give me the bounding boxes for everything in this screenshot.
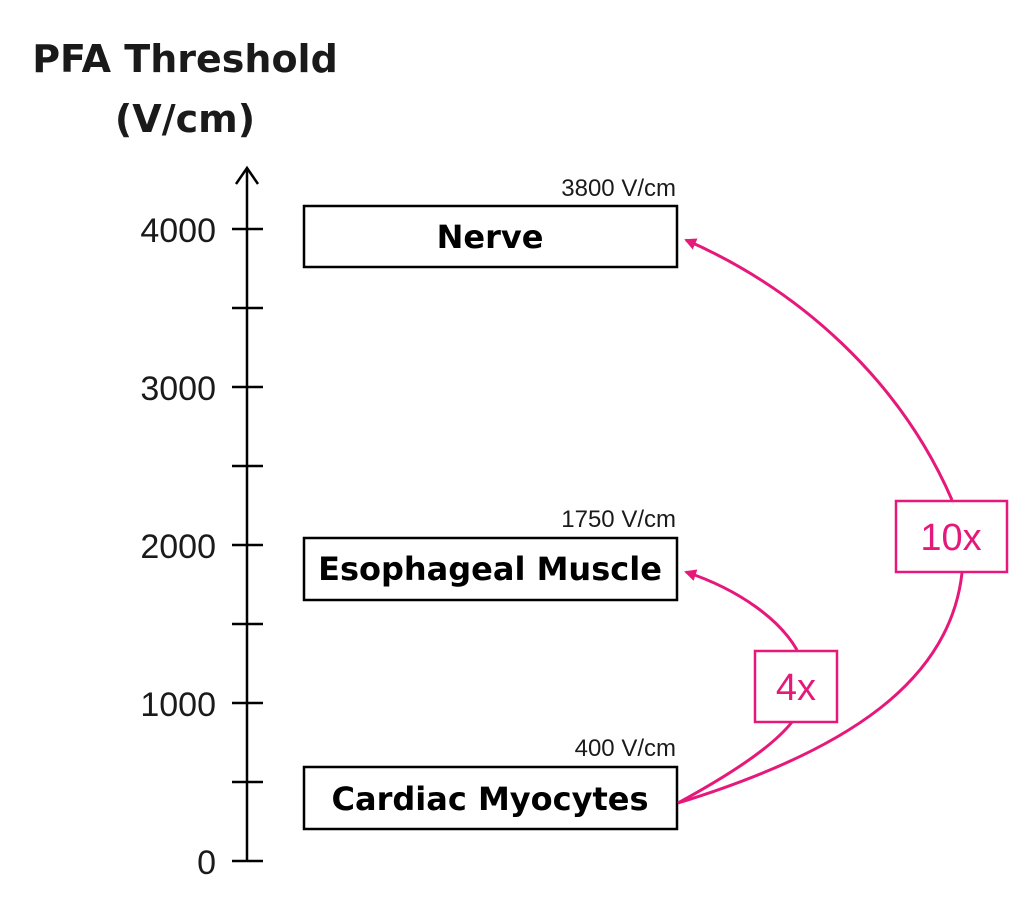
ratio-arrow-4x: 4x (677, 569, 839, 805)
ratio-curve-4x-upper (684, 569, 799, 651)
tick-label-3000: 3000 (140, 370, 216, 408)
ratio-box-4x (753, 649, 839, 724)
ratio-arrow-10x: 10x (677, 238, 1009, 805)
ratio-curve-10x-upper (684, 238, 954, 501)
y-axis-arrowhead (234, 165, 260, 185)
ratio-curve-4x-lower (677, 721, 794, 805)
ratio-label-4x: 4x (776, 667, 816, 709)
axis-title-line1: PFA Threshold (32, 37, 338, 81)
tissue-label-cardiac-myocytes: Cardiac Myocytes (332, 780, 649, 818)
tissue-label-esophageal-muscle: Esophageal Muscle (318, 550, 662, 588)
tissue-esophageal-muscle: 1750 V/cm Esophageal Muscle (302, 506, 679, 602)
tick-label-1000: 1000 (140, 686, 216, 724)
ratio-box-10x (894, 499, 1009, 574)
tick-label-4000: 4000 (140, 212, 216, 250)
tissue-cardiac-myocytes: 400 V/cm Cardiac Myocytes (302, 735, 679, 831)
ratio-curve-10x-lower (677, 572, 964, 805)
y-axis-ticks (232, 227, 263, 863)
threshold-label-cardiac-myocytes: 400 V/cm (575, 735, 676, 762)
tissue-nerve: 3800 V/cm Nerve (302, 175, 679, 269)
tissue-box-nerve (302, 204, 679, 269)
tick-label-2000: 2000 (140, 528, 216, 566)
y-axis (232, 165, 263, 863)
tissue-box-cardiac-myocytes (302, 765, 679, 831)
tick-label-0: 0 (197, 844, 216, 882)
tissue-box-esophageal-muscle (302, 536, 679, 602)
threshold-label-esophageal-muscle: 1750 V/cm (561, 506, 676, 533)
tissue-label-nerve: Nerve (437, 218, 544, 256)
axis-title-line2: (V/cm) (115, 97, 255, 141)
ratio-label-10x: 10x (920, 517, 981, 559)
threshold-label-nerve: 3800 V/cm (561, 175, 676, 202)
